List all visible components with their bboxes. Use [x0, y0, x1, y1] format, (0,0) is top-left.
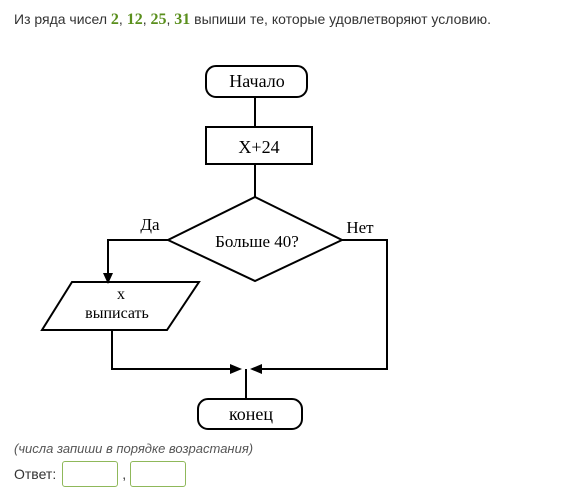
answer-separator: ,	[122, 466, 127, 482]
process-label: X+24	[238, 137, 279, 157]
number-separator: ,	[142, 11, 151, 27]
number-3: 25	[150, 11, 167, 28]
answer-field-2[interactable]	[130, 461, 187, 487]
end-terminator	[197, 398, 303, 430]
answer-row: Ответ: ,	[14, 459, 187, 489]
arrow-right-icon	[230, 364, 242, 374]
end-label: конец	[229, 404, 273, 424]
flowchart: Начало X+24 Больше 40? Да Нет x выписать…	[40, 65, 388, 430]
number-separator: ,	[118, 11, 127, 27]
arrow-down-icon	[103, 273, 113, 284]
number-1: 2	[110, 11, 119, 28]
connector-yes-branch	[107, 239, 168, 274]
connector-output-merge	[111, 330, 232, 370]
decision-diamond	[165, 195, 345, 283]
arrow-left-icon	[250, 364, 262, 374]
start-terminator	[205, 65, 308, 98]
answer-field-1[interactable]	[62, 461, 119, 487]
number-2: 12	[126, 11, 143, 28]
number-4: 31	[174, 11, 191, 28]
task-statement: Из ряда чисел 2, 12, 25, 31 выпиши те, к…	[14, 11, 491, 29]
output-label-line2: выписать	[85, 305, 149, 322]
answer-label: Ответ:	[14, 466, 57, 482]
hint-text: (числа запиши в порядке возрастания)	[14, 441, 254, 456]
task-suffix: выпиши те, которые удовлетворяют условию…	[194, 11, 492, 27]
number-separator: ,	[166, 11, 175, 27]
decision-label: Больше 40?	[215, 232, 299, 251]
connector-no-branch	[262, 239, 388, 370]
start-label: Начало	[229, 71, 284, 91]
process-box	[205, 126, 313, 165]
task-prefix: Из ряда чисел	[14, 11, 108, 27]
no-label: Нет	[346, 218, 374, 237]
yes-label: Да	[140, 215, 160, 234]
output-parallelogram	[40, 281, 201, 331]
output-label-line1: x	[117, 286, 125, 303]
